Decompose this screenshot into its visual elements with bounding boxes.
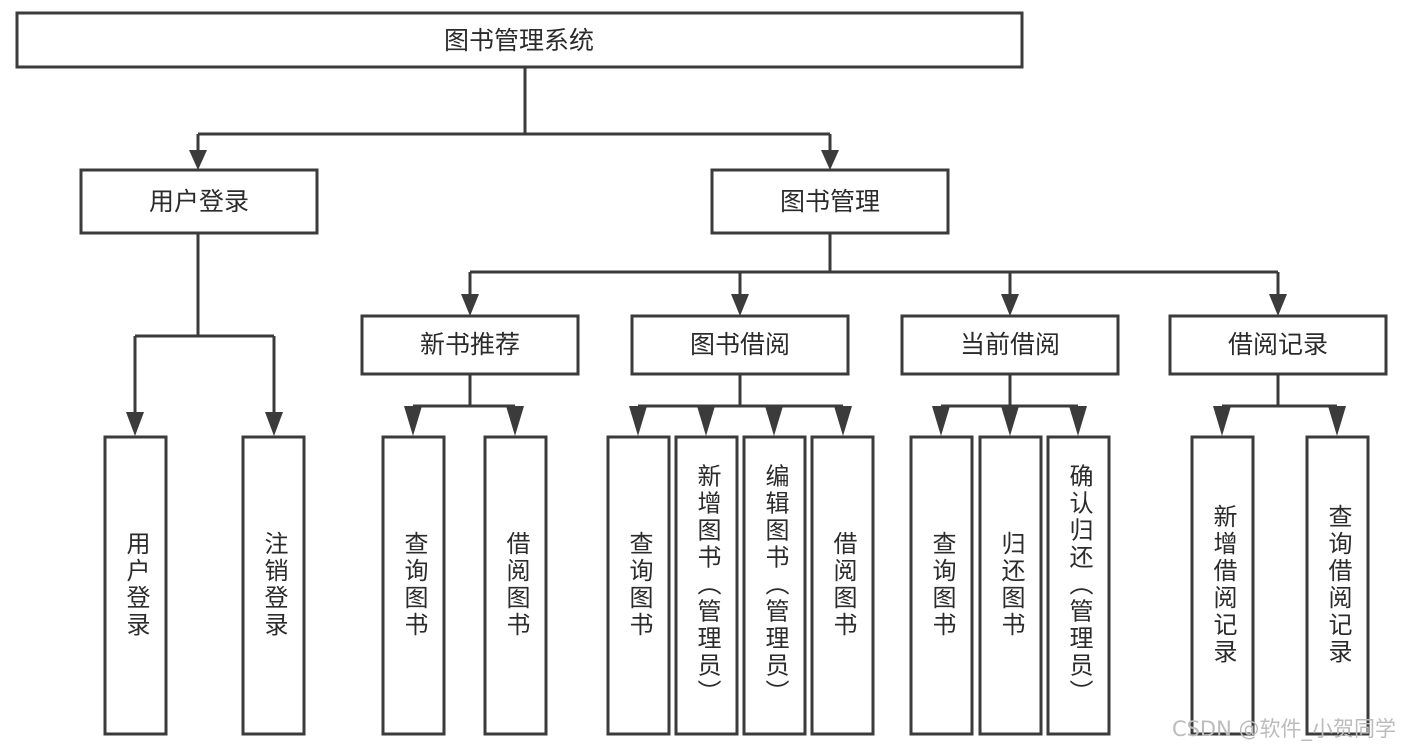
arrow-root-to-user-login xyxy=(189,150,207,170)
arrow-root-to-book-manage xyxy=(821,150,839,170)
leaf-add-borrow-record-box[interactable] xyxy=(1190,435,1255,736)
node-new-book-recommend-label: 新书推荐 xyxy=(420,330,520,359)
leaf-add-book-box[interactable] xyxy=(674,435,739,736)
arrow-to-leaf-query-book-c xyxy=(932,406,950,436)
node-user-login-box[interactable] xyxy=(79,168,319,235)
arrow-to-borrow-record xyxy=(1269,294,1287,316)
leaf-borrow-book[interactable]: 借阅图书 xyxy=(810,435,875,736)
arrow-to-leaf-add-record xyxy=(1213,406,1231,436)
node-borrow-record-label: 借阅记录 xyxy=(1228,330,1328,359)
leaf-query-book-current[interactable]: 查询图书 xyxy=(909,435,974,736)
arrow-to-leaf-borrow-book-b xyxy=(834,406,852,436)
arrow-to-book-borrow xyxy=(731,294,749,316)
leaf-return-book-label: 归还图书 xyxy=(997,531,1025,639)
node-user-login[interactable]: 用户登录 xyxy=(79,168,319,235)
leaf-query-borrow-record[interactable]: 查询借阅记录 xyxy=(1305,435,1370,736)
arrow-to-leaf-user-login xyxy=(126,412,144,436)
node-borrow-record-box[interactable] xyxy=(1168,314,1388,376)
leaf-add-borrow-record[interactable]: 新增借阅记录 xyxy=(1190,435,1255,736)
leaf-query-book-borrow[interactable]: 查询图书 xyxy=(606,435,671,736)
arrow-to-new-book-recommend xyxy=(461,294,479,316)
node-borrow-record[interactable]: 借阅记录 xyxy=(1168,314,1388,376)
node-current-borrow-label: 当前借阅 xyxy=(960,330,1060,359)
arrow-to-leaf-add-book xyxy=(697,406,715,436)
connector-layer xyxy=(126,67,1346,436)
leaf-add-book[interactable]: 新增图书（管理员） xyxy=(674,435,739,736)
leaf-confirm-return-label: 确认归还（管理员） xyxy=(1065,464,1093,707)
arrow-to-leaf-logout xyxy=(265,412,283,436)
leaf-query-book-recommend-label: 查询图书 xyxy=(400,531,428,639)
arrow-to-leaf-return-book xyxy=(1001,406,1019,436)
leaf-return-book-box[interactable] xyxy=(978,435,1043,736)
leaf-add-borrow-record-label: 新增借阅记录 xyxy=(1209,504,1237,666)
leaf-edit-book-box[interactable] xyxy=(742,435,807,736)
leaf-logout[interactable]: 注销登录 xyxy=(241,435,306,736)
arrow-to-leaf-query-record xyxy=(1328,406,1346,436)
node-book-manage-label: 图书管理 xyxy=(780,187,880,216)
arrow-to-leaf-query-book-b xyxy=(629,406,647,436)
node-book-manage-box[interactable] xyxy=(710,168,950,235)
leaf-query-book-current-label: 查询图书 xyxy=(928,531,956,639)
leaf-query-book-borrow-box[interactable] xyxy=(606,435,671,736)
node-book-borrow-label: 图书借阅 xyxy=(690,330,790,359)
leaf-borrow-book-recommend-label: 借阅图书 xyxy=(502,531,530,639)
node-current-borrow-box[interactable] xyxy=(900,314,1120,376)
leaf-edit-book-label: 编辑图书（管理员） xyxy=(761,464,789,707)
arrow-to-leaf-confirm-return xyxy=(1069,406,1087,436)
leaf-borrow-book-recommend[interactable]: 借阅图书 xyxy=(483,435,548,736)
leaf-query-borrow-record-label: 查询借阅记录 xyxy=(1324,504,1352,666)
leaf-query-book-recommend[interactable]: 查询图书 xyxy=(381,435,446,736)
leaf-query-book-borrow-label: 查询图书 xyxy=(625,531,653,639)
leaf-return-book[interactable]: 归还图书 xyxy=(978,435,1043,736)
node-root-system-label: 图书管理系统 xyxy=(444,26,594,55)
leaf-logout-box[interactable] xyxy=(241,435,306,736)
leaf-query-book-current-box[interactable] xyxy=(909,435,974,736)
leaf-borrow-book-box[interactable] xyxy=(810,435,875,736)
arrow-to-leaf-borrow-book-a xyxy=(506,406,524,436)
node-root-system-box[interactable] xyxy=(15,11,1024,69)
leaf-edit-book[interactable]: 编辑图书（管理员） xyxy=(742,435,807,736)
node-root-system[interactable]: 图书管理系统 xyxy=(15,11,1024,69)
node-book-borrow[interactable]: 图书借阅 xyxy=(630,314,850,376)
leaf-confirm-return[interactable]: 确认归还（管理员） xyxy=(1046,435,1111,736)
leaf-logout-label: 注销登录 xyxy=(260,531,288,639)
leaf-user-login[interactable]: 用户登录 xyxy=(103,435,168,736)
arrow-to-leaf-query-book-a xyxy=(404,406,422,436)
arrow-to-leaf-edit-book xyxy=(765,406,783,436)
node-current-borrow[interactable]: 当前借阅 xyxy=(900,314,1120,376)
node-book-borrow-box[interactable] xyxy=(630,314,850,376)
node-book-manage[interactable]: 图书管理 xyxy=(710,168,950,235)
node-new-book-recommend-box[interactable] xyxy=(360,314,580,376)
leaf-borrow-book-label: 借阅图书 xyxy=(829,531,857,639)
leaf-user-login-box[interactable] xyxy=(103,435,168,736)
leaf-query-borrow-record-box[interactable] xyxy=(1305,435,1370,736)
arrow-to-current-borrow xyxy=(1001,294,1019,316)
csdn-watermark: CSDN @软件_小贺同学 xyxy=(1172,717,1396,742)
leaf-confirm-return-box[interactable] xyxy=(1046,435,1111,736)
leaf-query-book-recommend-box[interactable] xyxy=(381,435,446,736)
leaf-add-book-label: 新增图书（管理员） xyxy=(693,464,721,707)
node-new-book-recommend[interactable]: 新书推荐 xyxy=(360,314,580,376)
leaf-user-login-label: 用户登录 xyxy=(122,531,150,639)
leaf-borrow-book-recommend-box[interactable] xyxy=(483,435,548,736)
node-user-login-label: 用户登录 xyxy=(149,187,249,216)
